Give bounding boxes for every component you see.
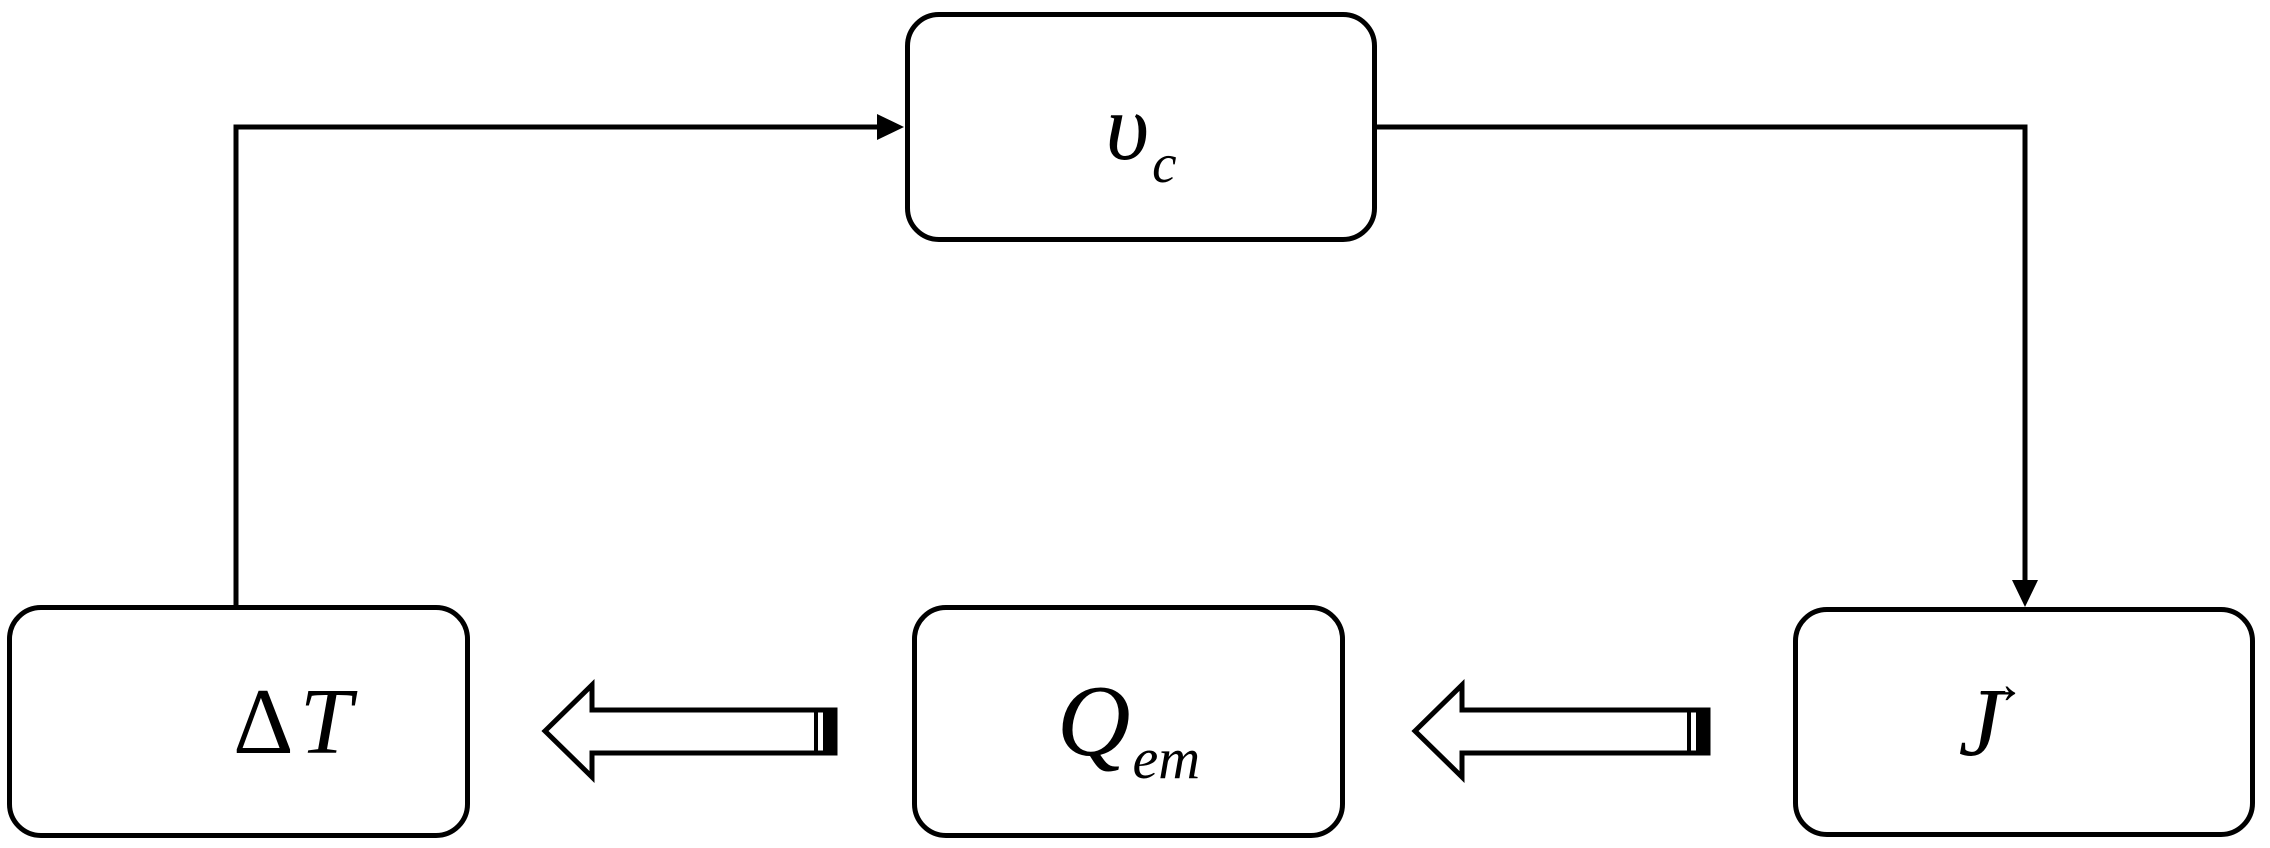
qem-symbol: Q — [1056, 664, 1131, 778]
block-arrow-j-to-qem-icon — [1411, 679, 1711, 783]
vc-subscript: c — [1152, 132, 1177, 194]
vector-arrow-icon: → — [1968, 650, 2027, 716]
qem-subscript: em — [1132, 725, 1201, 791]
node-j: → J — [1793, 607, 2255, 837]
temperature-symbol: T — [299, 669, 352, 774]
connector-vc-to-j — [1377, 124, 2028, 586]
vc-symbol: υ — [1105, 73, 1150, 180]
delta-symbol: Δ — [233, 669, 294, 774]
connector-delta-t-to-vc — [233, 124, 880, 605]
node-j-label: → J — [1958, 654, 2026, 770]
j-symbol: J — [1958, 668, 2002, 776]
block-arrow-qem-to-delta-t-icon — [541, 679, 838, 783]
arrowhead-down-icon — [2012, 580, 2038, 607]
arrowhead-right-icon — [877, 114, 904, 140]
